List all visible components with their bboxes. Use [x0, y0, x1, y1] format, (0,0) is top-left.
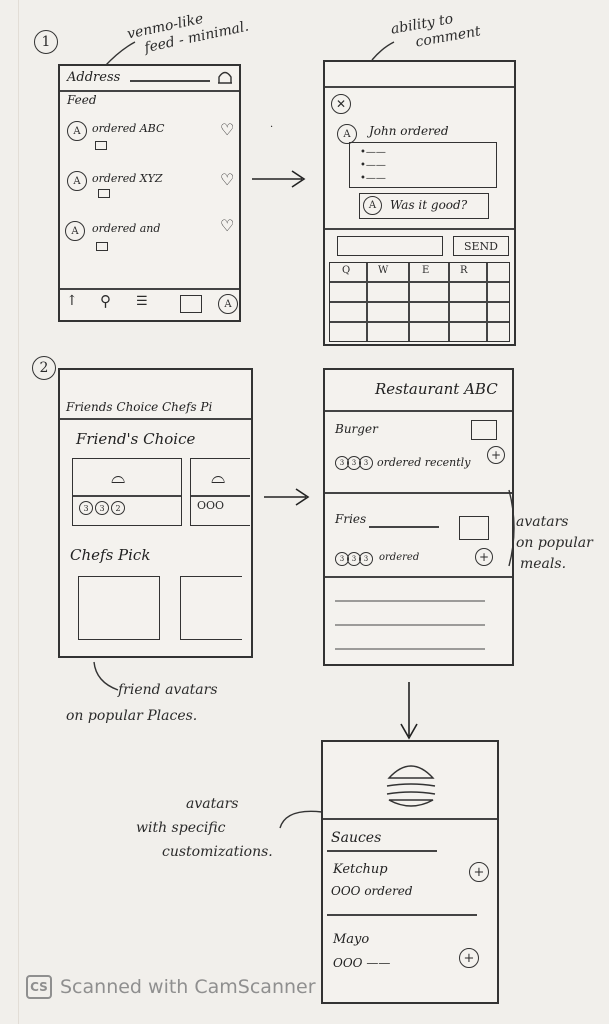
add-icon[interactable]: + [469, 862, 489, 882]
sauce-item-name[interactable]: Mayo [333, 932, 370, 947]
comment-phone-frame: ✕ A John ordered •—— •—— •—— A Was it go… [323, 60, 516, 346]
annotation-custom-line1: avatars [186, 796, 239, 812]
sketch-number-1: 1 [34, 30, 58, 54]
heart-icon[interactable]: ♡ [220, 170, 235, 189]
camscanner-logo-icon: CS [26, 975, 52, 999]
comment-text: Was it good? [390, 198, 468, 212]
annotation-pointer [104, 41, 136, 67]
keyboard: Q W E R [329, 262, 510, 342]
sauce-item-sub: OOO ordered [331, 884, 413, 898]
arrow-right-icon [264, 488, 310, 506]
add-icon[interactable]: + [459, 948, 479, 968]
burger-icon [386, 765, 436, 807]
comment-input[interactable] [337, 236, 443, 256]
section-chefs-pick: Chefs Pick [70, 546, 151, 564]
key-q[interactable]: Q [342, 265, 351, 276]
feed-phone-frame: Address Feed A ordered ABC ♡ A ordered X… [58, 64, 241, 322]
arrow-right-icon [252, 170, 306, 188]
friend-avatar: 3 [79, 501, 93, 515]
annotation-pointer [93, 661, 119, 691]
comment-icon[interactable] [96, 242, 108, 251]
restaurant-phone-frame: Restaurant ABC Burger 3 3 3 ordered rece… [323, 368, 514, 666]
comment-bubble[interactable]: A Was it good? [359, 193, 489, 219]
menu-item-sub: ordered [379, 552, 420, 563]
avatar: A [337, 124, 357, 144]
feed-item-text: ordered XYZ [92, 172, 163, 185]
close-icon[interactable]: ✕ [331, 94, 351, 114]
friend-avatar: 2 [111, 501, 125, 515]
annotation-friends-line1: friend avatars [118, 682, 218, 698]
item-image [459, 516, 489, 540]
key-w[interactable]: W [378, 265, 389, 276]
friend-avatar: 3 [359, 456, 373, 470]
menu-item-name[interactable]: Fries [335, 512, 367, 526]
item-image [471, 420, 497, 440]
address-label[interactable]: Address [67, 70, 121, 85]
comment-icon[interactable] [98, 189, 110, 198]
arrow-down-icon [400, 682, 418, 740]
place-card[interactable]: ⌓ 3 3 2 [72, 458, 182, 526]
paper-margin-line [18, 0, 19, 1024]
chef-pick-card[interactable] [78, 576, 160, 640]
menu-item-name[interactable]: Burger [335, 422, 378, 436]
annotation-pointer [279, 810, 323, 829]
annotation-custom-line3: customizations. [162, 844, 273, 860]
annotation-comment: ability to comment [389, 10, 482, 51]
annotation-meals: avatars on popular meals. [516, 514, 593, 572]
sketch-number-2: 2 [32, 356, 56, 380]
post-text: John ordered [369, 124, 449, 138]
avatar: A [363, 196, 382, 215]
person-icon[interactable]: ⚲ [100, 292, 111, 310]
annotation-bracket [508, 489, 515, 567]
friends-phone-frame: Friends Choice Chefs Pi Friend's Choice … [58, 368, 253, 658]
friend-avatar: 3 [95, 501, 109, 515]
annotation-custom-line2: with specific [136, 820, 226, 836]
restaurant-title: Restaurant ABC [375, 380, 498, 398]
friend-avatar: 3 [359, 552, 373, 566]
sauce-item-name[interactable]: Ketchup [333, 862, 388, 877]
send-button[interactable]: SEND [453, 236, 509, 256]
heart-icon[interactable]: ♡ [220, 120, 235, 139]
section-sauces: Sauces [331, 830, 382, 846]
annotation-friends-line2: on popular Places. [66, 708, 198, 724]
key-r[interactable]: R [460, 265, 468, 276]
key-e[interactable]: E [422, 265, 430, 276]
comment-icon[interactable] [95, 141, 107, 150]
avatar: A [67, 121, 87, 141]
menu-item-sub: ordered recently [377, 456, 471, 469]
detail-phone-frame: Sauces Ketchup OOO ordered + Mayo OOO ——… [321, 740, 499, 1004]
avatar: A [65, 221, 85, 241]
profile-icon[interactable]: A [218, 294, 238, 314]
avatar: A [67, 171, 87, 191]
annotation-feed: venmo-like feed - minimal. [125, 10, 251, 57]
friend-avatars: OOO [197, 499, 225, 512]
post-content-box: •—— •—— •—— [349, 142, 497, 188]
home-icon[interactable]: ↑ [66, 293, 78, 309]
sauce-item-sub: OOO —— [333, 956, 391, 970]
bell-icon[interactable] [215, 68, 235, 88]
food-icon: ⌓ [111, 467, 126, 488]
add-icon[interactable]: + [475, 548, 493, 566]
annotation-pointer [371, 41, 395, 61]
feed-item-text: ordered ABC [92, 122, 165, 135]
feed-item-text: ordered and [92, 222, 161, 235]
list-icon[interactable]: ☰ [136, 294, 148, 309]
chef-pick-card[interactable] [180, 576, 242, 640]
food-icon: ⌓ [211, 467, 226, 488]
section-friends-choice: Friend's Choice [76, 430, 196, 448]
place-card[interactable]: ⌓ OOO [190, 458, 250, 526]
tab-bar[interactable]: Friends Choice Chefs Pi [66, 400, 213, 414]
camscanner-watermark: Scanned with CamScanner [60, 976, 316, 998]
feed-label: Feed [67, 93, 97, 107]
heart-icon[interactable]: ♡ [220, 216, 235, 235]
add-icon[interactable]: + [487, 446, 505, 464]
menu-icon[interactable] [180, 295, 202, 313]
